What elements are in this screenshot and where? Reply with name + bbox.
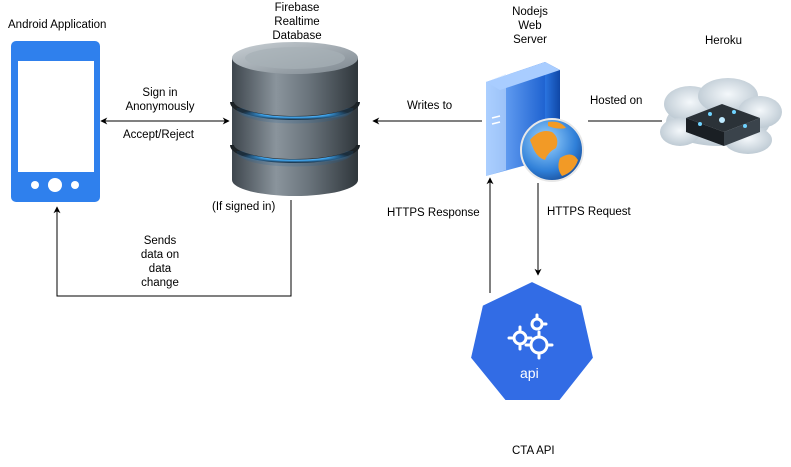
firebase-label-line-3: Database — [272, 30, 322, 42]
api-icon-text: api — [520, 365, 539, 381]
sends-data-edge — [53, 200, 292, 297]
nodejs-label-line-3: Server — [513, 34, 547, 46]
hosted-on-label: Hosted on — [590, 95, 643, 107]
nodejs-label-line-2: Web — [518, 20, 542, 32]
api-gears-icon — [468, 279, 596, 402]
nodejs-label: Nodejs Web Server — [504, 5, 556, 47]
https-request-label: HTTPS Request — [547, 206, 631, 218]
firebase-label: Firebase Realtime Database — [266, 1, 328, 43]
sends-data-label-line-1: Sends — [143, 235, 177, 247]
nodejs-label-line-1: Nodejs — [512, 6, 548, 18]
database-icon — [230, 42, 360, 196]
firebase-label-line-1: Firebase — [274, 2, 320, 14]
https-response-label: HTTPS Response — [387, 207, 480, 219]
sign-in-label-line-2: Anonymously — [125, 101, 195, 113]
sends-data-label: Sends data on data change — [133, 234, 187, 290]
sends-data-label-line-4: change — [141, 277, 179, 289]
android-app-label: Android Application — [8, 19, 107, 31]
sign-in-label: Sign in Anonymously — [122, 86, 198, 114]
cta-api-label: CTA API — [512, 445, 555, 457]
firebase-label-line-2: Realtime — [274, 16, 320, 28]
sign-in-label-line-1: Sign in — [142, 87, 178, 99]
sends-data-label-line-2: data on — [140, 249, 180, 261]
smartphone-icon — [11, 41, 100, 202]
if-signed-in-label: (If signed in) — [212, 201, 276, 213]
cloud-server-icon — [660, 78, 782, 154]
web-server-icon — [486, 62, 584, 182]
sends-data-label-line-3: data — [148, 263, 172, 275]
writes-to-label: Writes to — [407, 100, 453, 112]
accept-reject-label: Accept/Reject — [123, 129, 194, 141]
heroku-label: Heroku — [705, 35, 743, 47]
